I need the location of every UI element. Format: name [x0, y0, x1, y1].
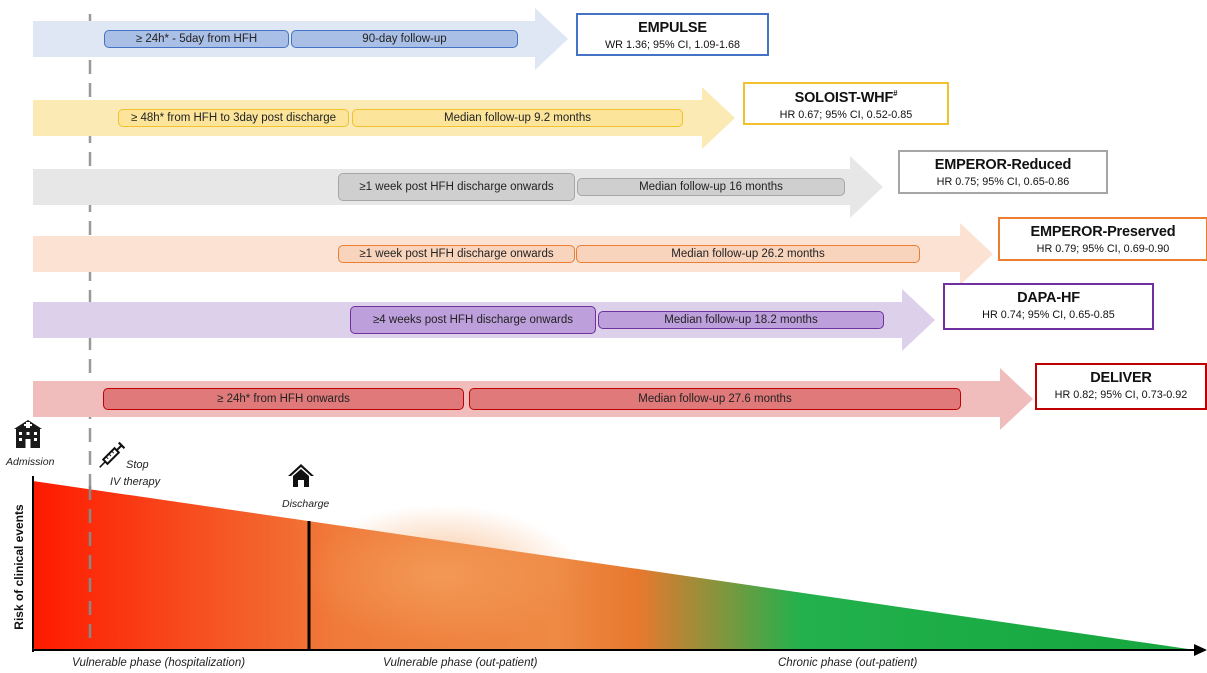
timing-pill: ≥ 24h* from HFH onwards — [103, 388, 464, 410]
trial-result-box: DAPA-HF HR 0.74; 95% CI, 0.65-0.85 — [943, 283, 1154, 330]
trial-name-text: DELIVER — [1090, 370, 1152, 386]
trial-statistic: HR 0.74; 95% CI, 0.65-0.85 — [982, 309, 1115, 321]
timing-pill: ≥ 48h* from HFH to 3day post discharge — [118, 109, 349, 127]
trial-statistic: HR 0.79; 95% CI, 0.69-0.90 — [1036, 243, 1170, 255]
trial-result-box: EMPEROR-Preserved HR 0.79; 95% CI, 0.69-0… — [998, 217, 1207, 261]
trial-name-text: EMPEROR-Reduced — [934, 157, 1072, 173]
trial-name-text: SOLOIST-WHF — [794, 89, 894, 106]
trial-name: EMPEROR-Preserved — [1000, 224, 1206, 240]
x-axis-arrowhead — [1194, 644, 1207, 656]
admission-label: Admission — [6, 456, 55, 468]
trial-result-box: EMPULSE WR 1.36; 95% CI, 1.09-1.68 — [576, 13, 769, 56]
trial-statistic: HR 0.75; 95% CI, 0.65-0.86 — [936, 176, 1070, 188]
timing-pill: ≥1 week post HFH discharge onwards — [338, 173, 575, 201]
y-axis-label: Risk of clinical events — [12, 504, 26, 630]
trial-result-box: SOLOIST-WHF# HR 0.67; 95% CI, 0.52-0.85 — [743, 82, 949, 125]
trial-name-footnote-mark: # — [893, 89, 898, 98]
follow-up-pill: Median follow-up 26.2 months — [576, 245, 920, 263]
discharge-label: Discharge — [282, 498, 330, 510]
stop-iv-label-line1: Stop — [126, 459, 149, 471]
phase-outpatient-vulnerable: Vulnerable phase (out-patient) — [383, 657, 538, 669]
trial-name: DAPA-HF — [945, 290, 1152, 306]
trial-name-text: EMPULSE — [638, 20, 707, 36]
house-icon — [288, 464, 314, 487]
follow-up-pill: Median follow-up 9.2 months — [352, 109, 683, 127]
follow-up-pill: Median follow-up 27.6 months — [469, 388, 961, 410]
timing-pill: ≥1 week post HFH discharge onwards — [338, 245, 575, 263]
follow-up-pill: Median follow-up 16 months — [577, 178, 845, 196]
risk-area — [33, 481, 1195, 650]
phase-chronic: Chronic phase (out-patient) — [778, 657, 918, 669]
follow-up-pill: Median follow-up 18.2 months — [598, 311, 884, 329]
hospital-icon — [14, 420, 42, 448]
trial-statistic: HR 0.82; 95% CI, 0.73-0.92 — [1054, 389, 1188, 401]
trial-name: EMPEROR-Reduced — [900, 157, 1106, 173]
trial-name: DELIVER — [1037, 370, 1205, 386]
trial-result-box: EMPEROR-Reduced HR 0.75; 95% CI, 0.65-0.8… — [898, 150, 1108, 194]
follow-up-pill: 90-day follow-up — [291, 30, 518, 48]
trial-name: EMPULSE — [578, 20, 767, 36]
stop-iv-label-line2: IV therapy — [110, 476, 161, 488]
trial-name-text: EMPEROR-Preserved — [1030, 224, 1176, 240]
timing-pill: ≥4 weeks post HFH discharge onwards — [350, 306, 596, 334]
trial-statistic: HR 0.67; 95% CI, 0.52-0.85 — [779, 108, 913, 121]
trial-result-box: DELIVER HR 0.82; 95% CI, 0.73-0.92 — [1035, 363, 1207, 410]
syringe-icon — [99, 441, 126, 468]
trial-name: SOLOIST-WHF# — [745, 89, 947, 106]
trial-name-text: DAPA-HF — [1017, 290, 1080, 306]
timing-pill: ≥ 24h* - 5day from HFH — [104, 30, 289, 48]
trial-statistic: WR 1.36; 95% CI, 1.09-1.68 — [604, 39, 741, 51]
phase-hospitalization: Vulnerable phase (hospitalization) — [72, 657, 246, 669]
